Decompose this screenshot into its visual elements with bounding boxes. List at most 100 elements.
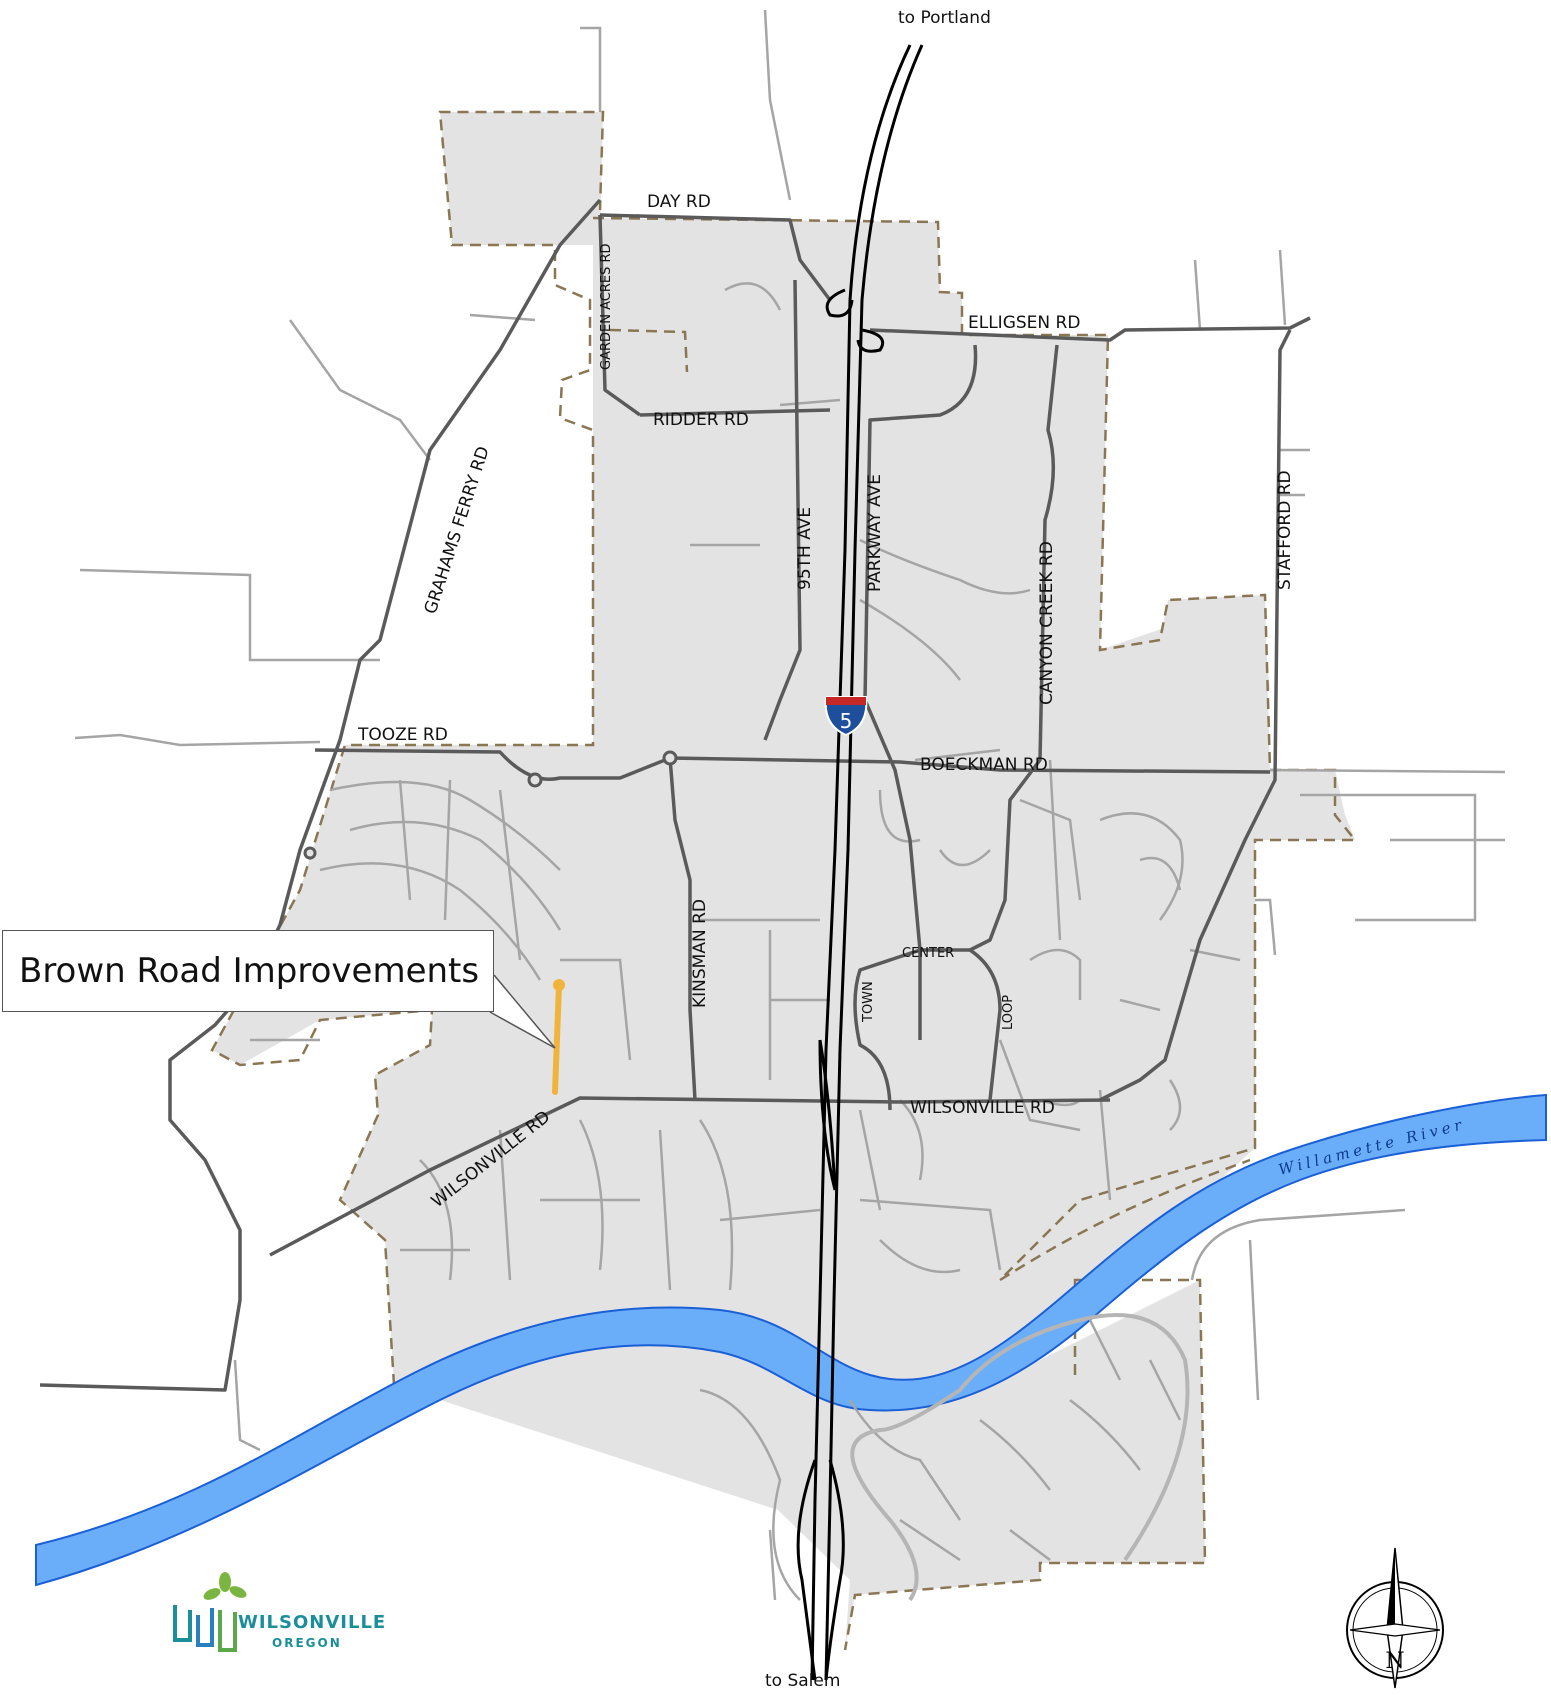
local-street [1019,798,1082,901]
local-street [1029,948,1082,1000]
local-street [580,26,602,112]
roundabout [662,750,678,766]
label-kinsman-rd: KINSMAN RD [690,899,710,1008]
local-street [578,1119,604,1271]
parkway-ave [863,344,978,1040]
local-street [1190,1208,1406,1281]
callout-pointer [489,974,556,1049]
ave-95th [763,279,802,741]
label-parkway-ave: PARKWAY AVE [865,474,885,592]
compass-letter: N [1385,1649,1404,1674]
logo-subtitle: OREGON [272,1636,342,1650]
interstate-ramp [818,1039,837,1191]
local-street [899,1099,924,1181]
local-street [1139,856,1182,891]
wilsonville-logo [173,1572,247,1652]
local-street [1193,259,1202,331]
local-street [1048,759,1062,941]
logo-leaf-icon [203,1572,247,1600]
local-street [1278,249,1287,326]
compass-needle-dark [1387,1548,1395,1630]
interstate-lane [810,44,912,1681]
roundabout [527,772,543,788]
compass-cross-icon [1349,1623,1441,1637]
local-street [658,1129,672,1291]
elligsen-rd [869,316,1311,342]
interstate-ramp [796,1459,817,1681]
local-street [998,1039,1081,1132]
kinsman-rd [668,757,697,1101]
local-street [779,398,841,407]
shield-top [826,697,866,705]
label-garden-acres-rd: GARDEN ACRES RD [599,244,614,371]
local-street [1248,1239,1260,1401]
project-callout: Brown Road Improvements [2,930,494,1012]
local-street [233,1359,261,1452]
day-rd [599,213,832,302]
local-street [443,779,452,921]
local-street [899,1518,961,1562]
roundabouts [303,750,678,860]
project-endpoint-icon [553,979,565,991]
local-streets [74,9,1506,1601]
label-tooze-rd: TOOZE RD [357,725,448,745]
local-street [498,789,522,961]
label-canyon-creek-rd: CANYON CREEK RD [1037,541,1057,705]
local-street [79,568,380,662]
local-street [398,779,412,901]
label-to-portland: to Portland [898,8,991,28]
local-street [859,538,1031,595]
southeast-loop-road [850,1313,1190,1602]
canyon-creek-rd [969,344,1059,952]
local-street [349,820,562,931]
local-street [768,1529,777,1601]
local-street [1088,1319,1122,1381]
town-center-loop [853,948,1002,1111]
local-street [859,1198,1002,1271]
interstate-shield: 5 [824,696,868,737]
label-ridder-rd: RIDDER RD [653,410,749,430]
label-wilsonville-rd-east: WILSONVILLE RD [910,1098,1055,1118]
local-street [560,958,632,1061]
project-line [552,982,562,1095]
brown-road-project [489,974,565,1095]
city-area-northeast-hub [1100,595,1270,690]
label-center: CENTER [902,946,954,961]
local-street [1300,793,1477,922]
label-95th-ave: 95TH AVE [795,507,815,590]
local-street [724,282,782,311]
local-street [74,733,321,747]
city-boundary-main [592,216,1358,1281]
logo-w-icon [173,1605,237,1652]
local-street [1148,1359,1182,1421]
tooze-boeckman-rd [314,748,1271,781]
label-town: TOWN [861,981,876,1023]
local-street [498,1129,512,1281]
local-street [1119,998,1161,1012]
local-street [1255,898,1277,956]
label-loop: LOOP [1001,995,1016,1030]
local-street [719,1208,821,1222]
label-day-rd: DAY RD [647,192,711,212]
label-stafford-rd: STAFFORD RD [1275,470,1295,590]
local-street [1269,768,1506,774]
local-street [848,1399,962,1521]
wilsonville-rd [269,1096,1111,1257]
local-street [698,1119,734,1291]
label-elligsen-rd: ELLIGSEN RD [968,313,1080,333]
local-street [763,9,792,201]
callout-text: Brown Road Improvements [19,951,480,991]
local-street [469,313,536,322]
interstate-ramp [825,288,854,318]
willamette-river [35,1093,1547,1587]
interstate-lane [824,44,924,1681]
local-street [878,789,921,843]
roundabout [303,846,317,860]
label-to-salem: to Salem [765,1671,840,1691]
local-street [914,748,1001,762]
logo-name: WILSONVILLE [238,1612,387,1633]
city-boundary-hub [609,328,689,373]
label-grahams-ferry-rd: GRAHAMS FERRY RD [421,444,494,617]
city-area-northwest [440,112,603,245]
